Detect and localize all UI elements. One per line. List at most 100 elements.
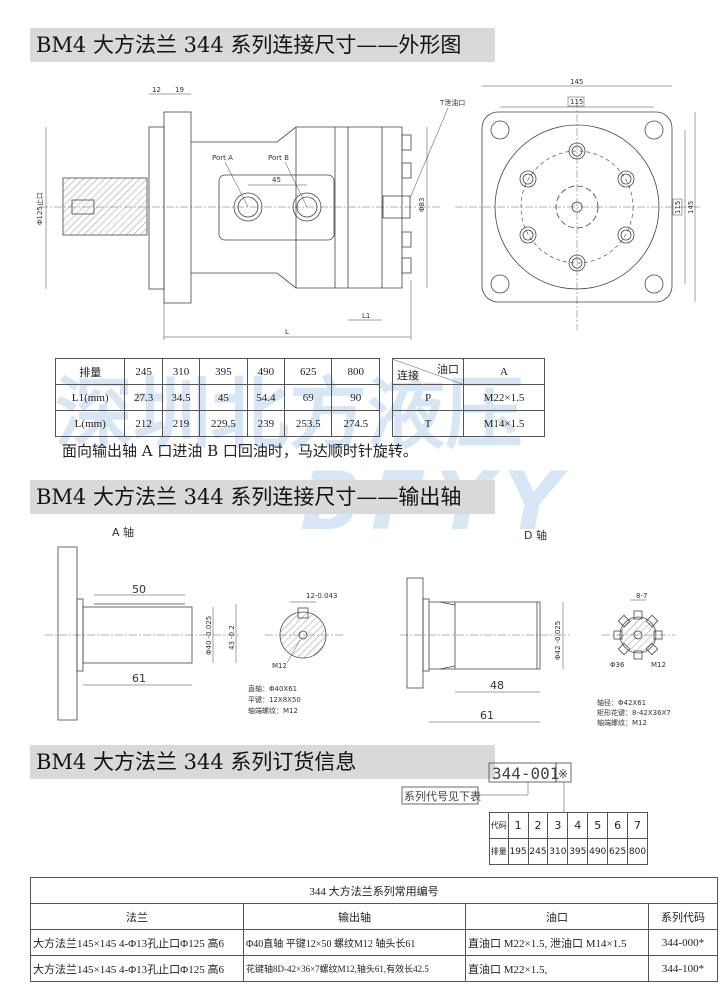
port-b-label: Port B [268, 154, 289, 162]
d-shaft-length-dim: 61 [480, 709, 494, 722]
a-spec-1: 直轴：Φ40X61 [248, 684, 297, 693]
square-height-dim: 145 [687, 201, 695, 214]
cell: 625 [607, 838, 629, 865]
cell: 490 [587, 838, 609, 865]
cell: 310 [161, 358, 201, 385]
cell: 6 [607, 812, 629, 839]
bolt-width-dim: 115 [570, 98, 583, 106]
table-row: 大方法兰145×145 4-Φ13孔止口Φ125 高6 花键轴8D-42×36×… [30, 955, 718, 982]
series-note: 系列代号见下表 [404, 789, 481, 803]
d-spec-1: 轴径：Φ42X61 [597, 698, 646, 707]
body-dia-dim: Φ83 [418, 198, 426, 212]
cell: 395 [199, 358, 248, 385]
a-spec-2: 平键：12X8X50 [248, 695, 301, 704]
cell: 245 [527, 838, 549, 865]
row-label: L1(mm) [54, 384, 126, 411]
cell: 直油口 M22×1.5, [465, 955, 649, 982]
cell: 253.5 [283, 410, 333, 437]
bolt-height-dim: 115 [674, 201, 682, 214]
col-header: 油口 [465, 903, 649, 930]
cell: 245 [124, 358, 163, 385]
row-label: 代码 [489, 812, 509, 839]
table-title-row: 344 大方法兰系列常用编号 [30, 877, 718, 904]
a-key-width-dim: 12-0.043 [306, 592, 337, 600]
cell: 239 [246, 410, 285, 437]
d-minor-dia-label: Φ36 [610, 661, 625, 669]
table-row: 大方法兰145×145 4-Φ13孔止口Φ125 高6 Φ40直轴 平键12×5… [30, 929, 718, 956]
a-key-length-dim: 50 [132, 583, 146, 596]
cell: 90 [331, 384, 380, 411]
cell: M22×1.5 [463, 384, 545, 411]
d-shaft-drawing: D 轴 48 61 Φ42 -0.025 8-7 [400, 528, 675, 727]
square-width-dim: 145 [570, 78, 583, 86]
cell: 800 [627, 838, 648, 865]
cell: 大方法兰145×145 4-Φ13孔止口Φ125 高6 [30, 929, 244, 956]
table-title: 344 大方法兰系列常用编号 [30, 877, 718, 904]
cell: 229.5 [199, 410, 248, 437]
cell: 344-100* [648, 955, 718, 982]
d-shaft-title: D 轴 [524, 528, 547, 542]
d-thread-label: M12 [651, 661, 666, 669]
cell: 69 [283, 384, 333, 411]
motor-front-view: 145 115 145 115 [455, 78, 700, 330]
cell: M14×1.5 [463, 410, 545, 437]
cell: 直油口 M22×1.5, 泄油口 M14×1.5 [465, 929, 649, 956]
dim-l: L [285, 328, 289, 336]
cell: 395 [567, 838, 589, 865]
row-label: 排量 [489, 838, 509, 865]
cell: 5 [587, 812, 609, 839]
cell: 3 [547, 812, 569, 839]
col-header: 系列代码 [648, 903, 718, 930]
cell: 45 [199, 384, 248, 411]
dim-19: 19 [175, 86, 184, 94]
table-row: 油口 连接 A [392, 358, 545, 385]
a-shaft-drawing: A 轴 50 61 Φ40 -0.025 43 -0.2 12-0.043 M1… [45, 525, 345, 721]
common-codes-table: 344 大方法兰系列常用编号 法兰 输出轴 油口 系列代码 大方法兰145×14… [30, 877, 718, 982]
motor-side-view: Φ125止口 12 19 Port A Port B 45 Φ83 T泄油口 L… [35, 86, 465, 340]
cell: 4 [567, 812, 589, 839]
cell: 195 [507, 838, 529, 865]
a-shaft-title: A 轴 [112, 525, 134, 539]
a-shaft-43-dim: 43 -0.2 [228, 625, 236, 650]
corner-bottom: 连接 [397, 370, 419, 382]
cell: 大方法兰145×145 4-Φ13孔止口Φ125 高6 [30, 955, 244, 982]
cell: 34.5 [161, 384, 201, 411]
cell: 2 [527, 812, 549, 839]
cell: 54.4 [246, 384, 285, 411]
a-shaft-length-dim: 61 [132, 672, 146, 685]
cell: 27.3 [124, 384, 163, 411]
cell: 212 [124, 410, 163, 437]
row-label: 排量 [54, 358, 126, 385]
section-title-order: BM4 大方法兰 344 系列订货信息 [30, 745, 495, 779]
d-shaft-dia-dim: Φ42 -0.025 [554, 621, 562, 660]
cell: 800 [331, 358, 380, 385]
row-label: P [392, 384, 464, 411]
order-code: 344-001 [492, 764, 559, 783]
corner-header: 油口 连接 [392, 358, 464, 385]
pilot-dim-label: Φ125止口 [35, 192, 44, 225]
cell: 219 [161, 410, 201, 437]
cell: 344-000* [648, 929, 718, 956]
dim-l1: L1 [362, 312, 370, 320]
port-a-label: Port A [212, 154, 233, 162]
section-title-shaft: BM4 大方法兰 344 系列连接尺寸——输出轴 [30, 480, 495, 514]
cell: 274.5 [331, 410, 380, 437]
port-spacing-dim: 45 [272, 176, 281, 184]
drain-port-label: T泄油口 [439, 98, 465, 107]
rotation-note: 面向输出轴 A 口进油 B 口回油时，马达顺时针旋转。 [62, 442, 418, 460]
a-spec-3: 轴端螺纹：M12 [248, 706, 298, 715]
cell: 花键轴8D-42×36×7螺纹M12,轴头61,有效长42.5 [243, 955, 466, 982]
col-header: A [463, 358, 545, 385]
corner-top: 油口 [437, 364, 459, 376]
cell: 625 [283, 358, 333, 385]
row-label: L(mm) [54, 410, 126, 437]
